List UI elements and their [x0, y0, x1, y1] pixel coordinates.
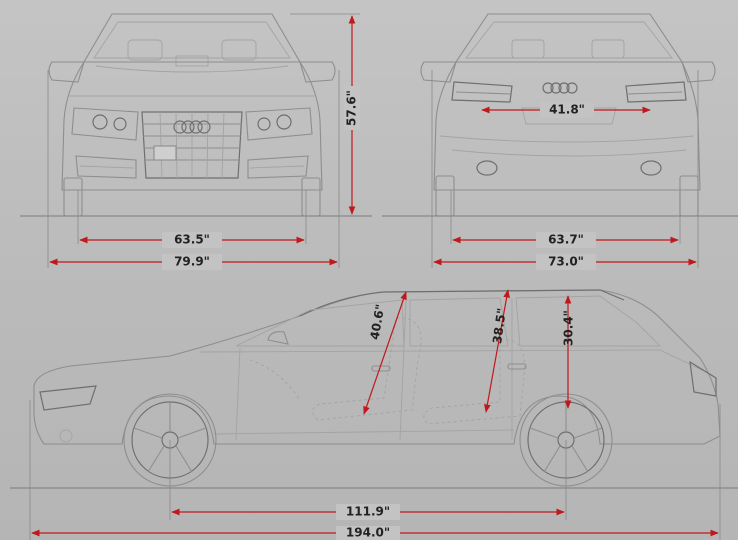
rear-gap-label: 41.8"	[549, 103, 585, 117]
dim-wheelbase: 111.9"	[171, 504, 565, 520]
dim-height: 57.6"	[344, 15, 360, 215]
dim-front-track: 63.5"	[79, 232, 305, 248]
dim-rear-track: 63.7"	[452, 232, 679, 248]
overall-width-label: 79.9"	[174, 255, 210, 269]
front-track-label: 63.5"	[174, 233, 210, 247]
rear-view-car	[420, 13, 716, 217]
rear-track-label: 63.7"	[548, 233, 584, 247]
dim-rear-headroom: 38.5"	[484, 289, 510, 413]
front-view-car	[48, 13, 336, 217]
front-headroom-label: 40.6"	[368, 303, 388, 341]
dim-rear-width: 73.0"	[433, 254, 697, 270]
rear-width-label: 73.0"	[548, 255, 584, 269]
dim-rear-gap: 41.8"	[481, 102, 651, 118]
overall-length-label: 194.0"	[346, 526, 390, 540]
rear-headroom-label: 38.5"	[490, 307, 509, 344]
wheelbase-label: 111.9"	[346, 505, 390, 519]
dim-front-headroom: 40.6"	[363, 291, 407, 415]
dim-overall-width: 79.9"	[49, 254, 338, 270]
height-label: 57.6"	[345, 90, 359, 126]
dim-cargo-height: 30.4"	[562, 295, 576, 409]
dim-overall-length: 194.0"	[31, 526, 719, 540]
cargo-height-label: 30.4"	[562, 310, 576, 346]
